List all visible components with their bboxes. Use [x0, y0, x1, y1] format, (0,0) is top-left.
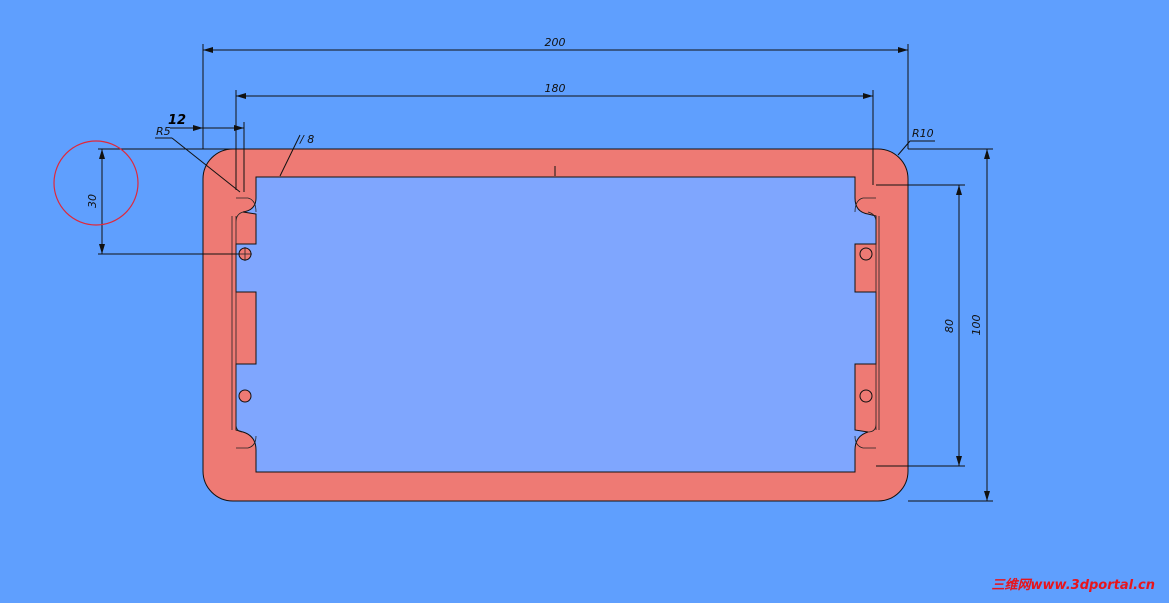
right-step-bottom — [854, 435, 876, 449]
dim-label-100: 100 — [970, 315, 983, 336]
arrow-icon — [863, 93, 873, 99]
arrow-icon — [193, 125, 203, 131]
dim-label-r5: R5 — [156, 125, 171, 138]
watermark-text: 三维网www.3dportal.cn — [992, 577, 1155, 593]
hole-top-right — [859, 247, 873, 261]
left-step-bottom — [236, 435, 257, 449]
dim-label-r10: R10 — [912, 127, 934, 140]
arrow-icon — [956, 456, 962, 466]
arrow-icon — [236, 93, 246, 99]
arrow-icon — [99, 244, 105, 254]
arrow-icon — [99, 149, 105, 159]
hole-bottom-left — [238, 389, 252, 403]
dim-label-180: 180 — [545, 82, 566, 95]
left-slot-detail — [231, 211, 244, 433]
arrow-icon — [234, 125, 244, 131]
arrow-icon — [898, 47, 908, 53]
highlight-circle — [53, 140, 139, 226]
inner-cavity — [235, 176, 877, 473]
arrow-icon — [956, 185, 962, 195]
dim-label-80: 80 — [943, 319, 956, 333]
arrow-icon — [984, 149, 990, 159]
leader-r10 — [897, 140, 911, 156]
leader-r5 — [171, 137, 241, 193]
dim-label-200: 200 — [545, 36, 566, 49]
arrow-icon — [984, 491, 990, 501]
right-step-top — [854, 197, 876, 213]
arrow-icon — [203, 47, 213, 53]
dim-label-12: 12 — [168, 113, 186, 128]
hole-bottom-right — [859, 389, 873, 403]
dim-label-wall: / 8 — [299, 133, 314, 146]
right-slot-detail — [867, 211, 880, 433]
dim-label-30: 30 — [86, 194, 99, 208]
left-step-top — [236, 197, 257, 213]
leader-wall — [279, 134, 301, 177]
